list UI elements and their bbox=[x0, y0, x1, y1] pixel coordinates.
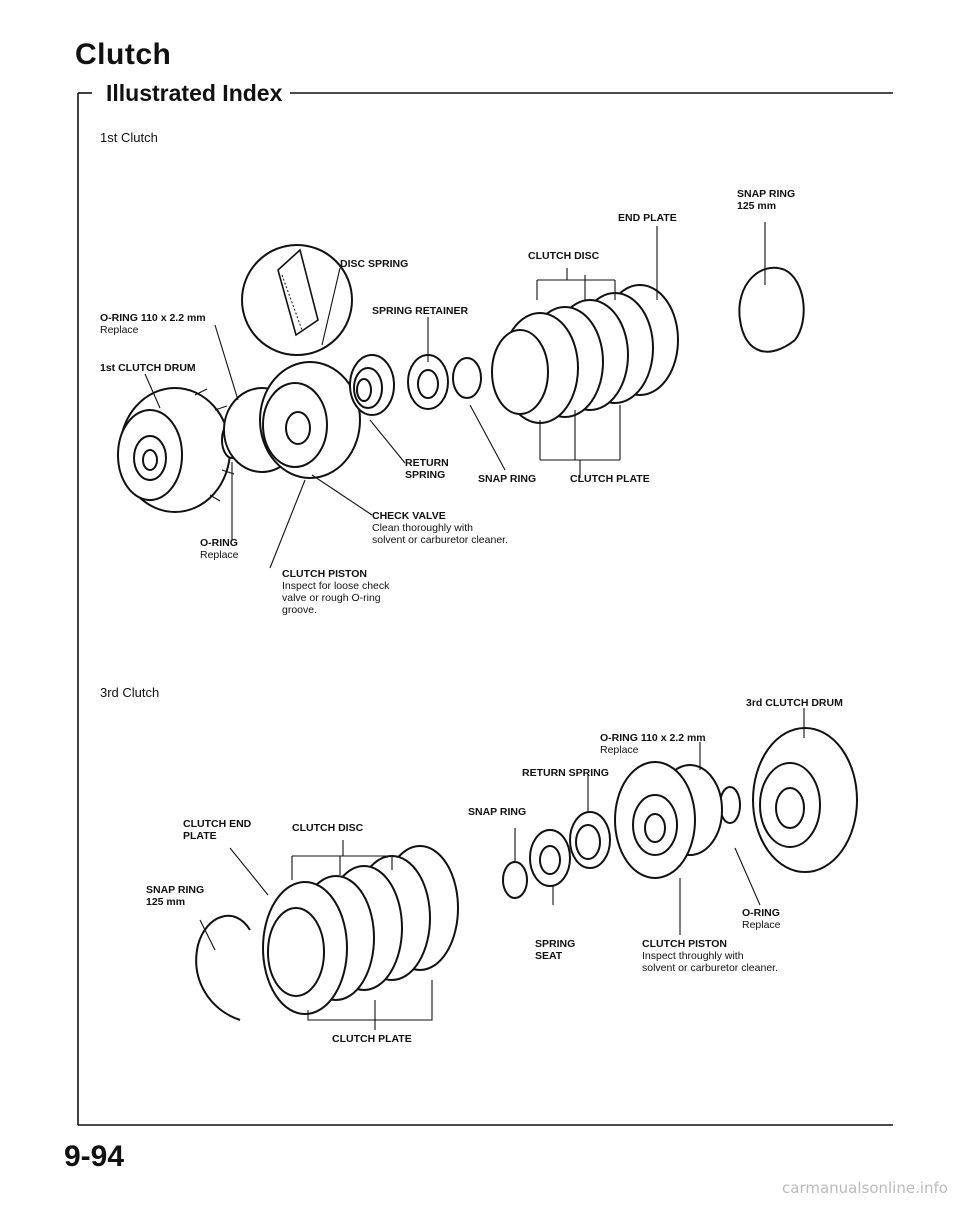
page-subtitle: Illustrated Index bbox=[98, 80, 291, 107]
label-third-clutch-piston: CLUTCH PISTON Inspect throughly with sol… bbox=[642, 938, 778, 974]
page-number: 9-94 bbox=[64, 1140, 125, 1173]
label-third-return-spring: RETURN SPRING bbox=[522, 767, 609, 779]
label-clutch-piston: CLUTCH PISTON Inspect for loose check va… bbox=[282, 568, 390, 616]
third-clutch-pack-part bbox=[262, 845, 459, 1015]
disc-spring-detail-part bbox=[241, 244, 353, 356]
first-spring-retainer-part bbox=[407, 354, 449, 410]
first-snap-ring-125-part bbox=[738, 267, 805, 353]
label-third-clutch-plate: CLUTCH PLATE bbox=[332, 1033, 412, 1045]
first-return-spring-part bbox=[349, 354, 395, 416]
third-clutch-drum-part bbox=[752, 727, 858, 873]
third-snap-ring-part bbox=[502, 861, 528, 899]
third-return-spring-part bbox=[569, 811, 611, 869]
section-first-clutch: 1st Clutch bbox=[100, 130, 158, 145]
label-check-valve: CHECK VALVE Clean thoroughly with solven… bbox=[372, 510, 508, 546]
label-end-plate: END PLATE bbox=[618, 212, 677, 224]
footer-watermark: carmanualsonline.info bbox=[782, 1179, 948, 1197]
third-o-ring-small-part bbox=[719, 786, 741, 824]
section-third-clutch: 3rd Clutch bbox=[100, 685, 160, 700]
third-clutch-piston-part bbox=[614, 761, 696, 879]
label-third-clutch-disc: CLUTCH DISC bbox=[292, 822, 364, 834]
third-spring-seat-part bbox=[529, 829, 571, 887]
label-snap-ring: SNAP RING bbox=[478, 473, 537, 485]
label-third-snap-ring: SNAP RING bbox=[468, 806, 527, 818]
first-clutch-pack-part bbox=[491, 284, 679, 424]
label-third-clutch-drum: 3rd CLUTCH DRUM bbox=[746, 697, 843, 709]
page-title: Clutch bbox=[75, 38, 172, 71]
third-snap-ring-125-part bbox=[195, 914, 251, 1021]
label-spring-retainer: SPRING RETAINER bbox=[372, 305, 469, 317]
first-snap-ring-part bbox=[452, 357, 482, 399]
first-clutch-drum-part bbox=[117, 387, 237, 513]
label-disc-spring: DISC SPRING bbox=[340, 258, 409, 270]
label-clutch-plate: CLUTCH PLATE bbox=[570, 473, 650, 485]
label-clutch-disc: CLUTCH DISC bbox=[528, 250, 600, 262]
first-clutch-piston-part bbox=[259, 361, 361, 479]
label-first-clutch-drum: 1st CLUTCH DRUM bbox=[100, 362, 196, 374]
